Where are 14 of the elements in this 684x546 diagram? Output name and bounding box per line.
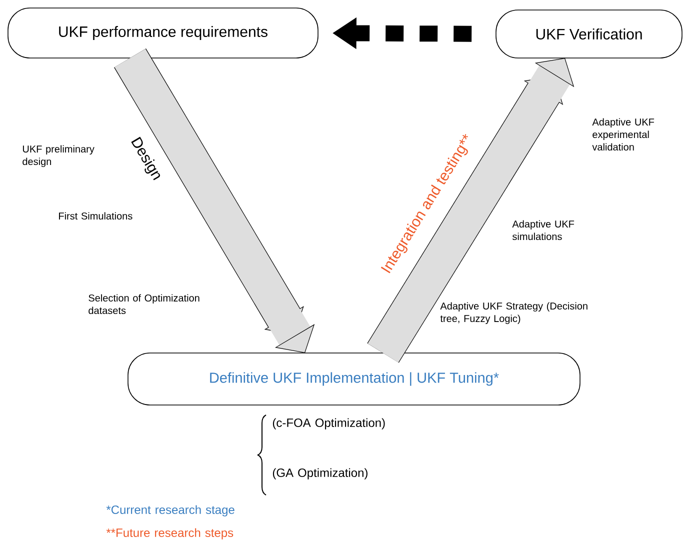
option-text: (GA Optimization) — [272, 468, 368, 480]
block-arrow — [114, 48, 315, 353]
option-text: (c-FOA Optimization) — [272, 418, 385, 430]
step-text: Adaptive UKF simulations — [512, 220, 574, 240]
step-text: Selection of Optimization datasets — [88, 294, 200, 314]
step-text: First Simulations — [59, 212, 132, 220]
rounded-box: UKF Verification — [496, 10, 682, 58]
footnote-text: **Future research steps — [106, 528, 234, 540]
rounded-box: UKF performance requirements — [8, 8, 318, 58]
rounded-box: Definitive UKF Implementation | UKF Tuning* — [128, 352, 580, 406]
step-text: Adaptive UKF experimental validation — [592, 118, 654, 151]
step-text: Adaptive UKF Strategy (Decision tree, Fuzzy Logic) — [440, 302, 588, 324]
footnote-text: *Current research stage — [106, 505, 234, 516]
step-text: UKF preliminary design — [22, 145, 94, 168]
